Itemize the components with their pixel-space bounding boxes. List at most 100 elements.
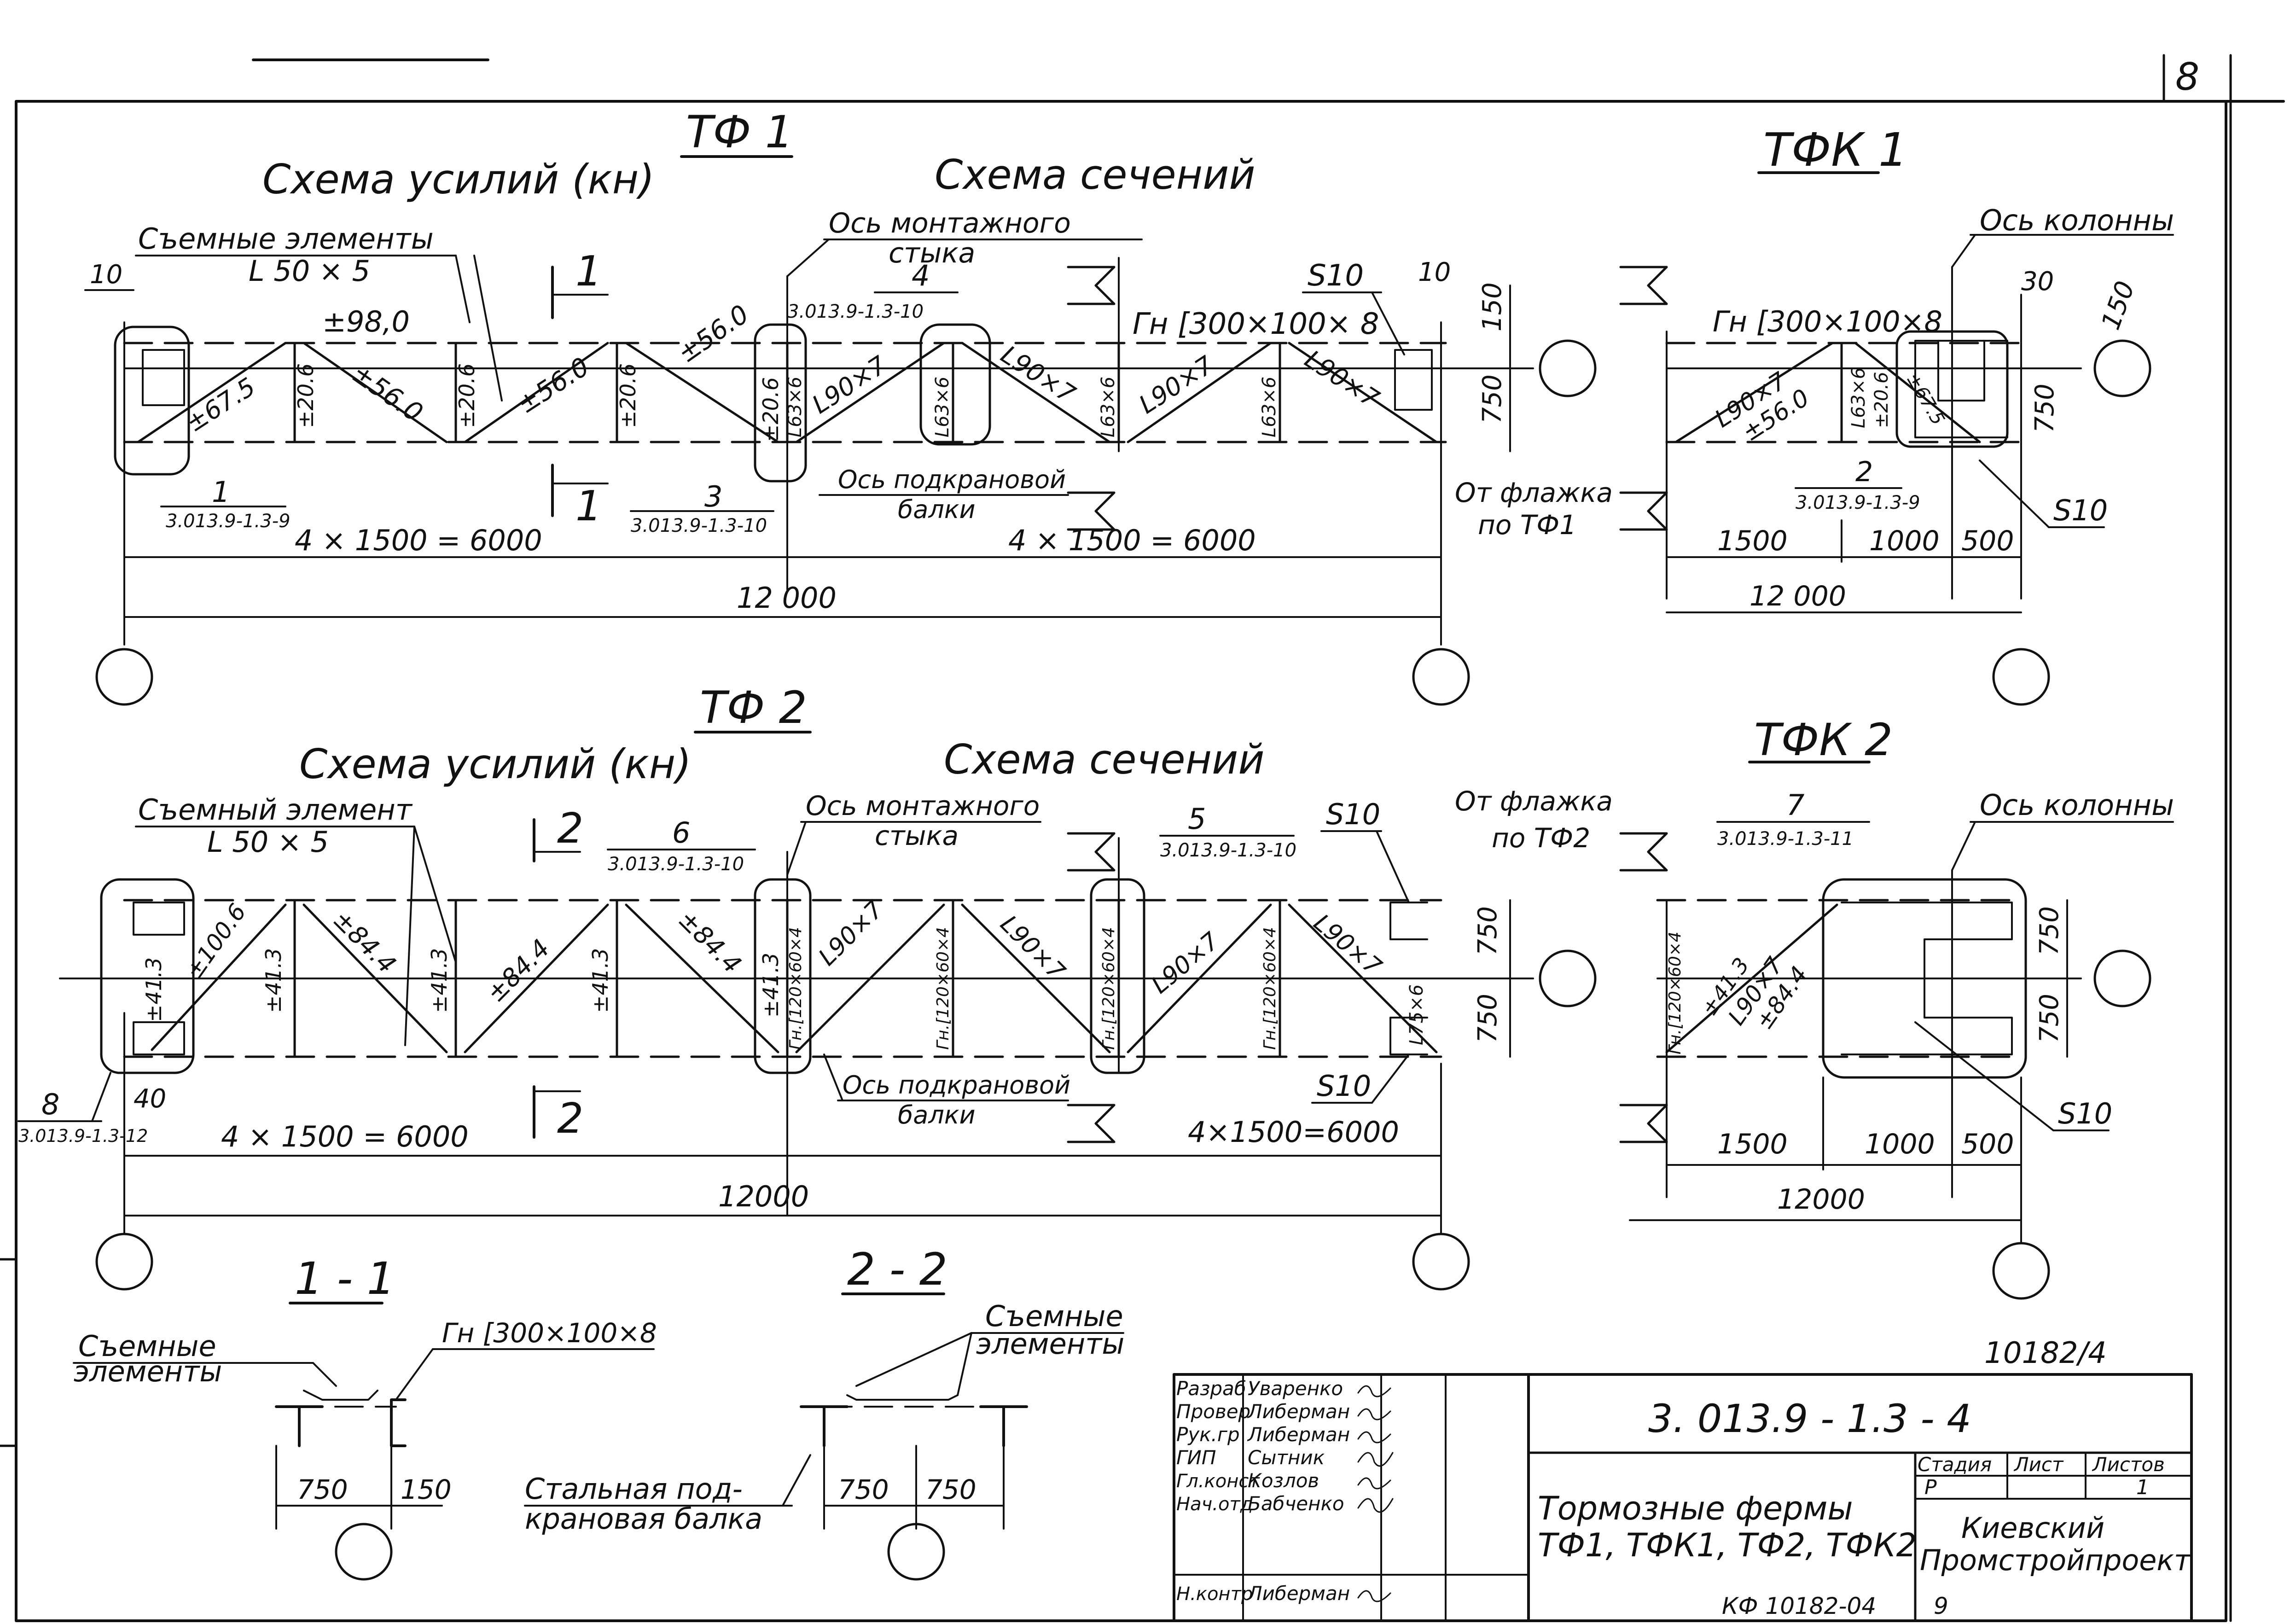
- tf1-truss: ТФ 1 Схема усилий (кн) Схема сечений Съе…: [84, 106, 1613, 706]
- tf1-section-v2: L63×6: [932, 377, 953, 437]
- tf1-section-d1: L90×7: [807, 350, 892, 419]
- tf1-section-v1: L63×6: [785, 377, 806, 437]
- tf2-node8-no: 8: [41, 1088, 59, 1121]
- tfk2-truss: ТФК 2 Ось колонны 7 3.013.9-1.3-11 Гн.[1…: [1619, 714, 2174, 1300]
- tfk2-plate: S10: [2058, 1097, 2112, 1130]
- tf2-span-right: 4×1500=6000: [1188, 1115, 1399, 1149]
- tfk2-dim-750b: 750: [2034, 994, 2064, 1043]
- tf1-section-mark-top: 1: [575, 247, 602, 296]
- tfk2-total: 12000: [1777, 1183, 1865, 1216]
- section-11-title: 1 - 1: [295, 1253, 395, 1304]
- sheet-frame: [0, 54, 2285, 1622]
- tf2-sections-title: Схема сечений: [944, 736, 1265, 783]
- col-sheet: Лист: [2013, 1453, 2064, 1476]
- bottom-page: 9: [1934, 1593, 1948, 1619]
- tf1-section-v3: L63×6: [1098, 377, 1119, 437]
- bottom-stamp: КФ 10182-04: [1722, 1593, 1876, 1619]
- tf2-title: ТФ 2: [700, 682, 807, 733]
- drawing-title-1: Тормозные фермы: [1538, 1490, 1853, 1527]
- tf2-assembly-axis-2: стыка: [875, 820, 959, 851]
- name-dept-head: Бабченко: [1248, 1492, 1344, 1515]
- tf1-node1-ref: 3.013.9-1.3-9: [166, 511, 291, 532]
- tf1-section-mark-bottom: 1: [575, 482, 602, 530]
- org-2: Промстройпроект: [1920, 1543, 2191, 1577]
- tf2-node5-ref: 3.013.9-1.3-10: [1160, 840, 1296, 861]
- tfk1-dim-30: 30: [2021, 267, 2054, 297]
- tf1-dim-750: 750: [1477, 374, 1507, 424]
- tf1-force-d4: ±56.0: [673, 299, 755, 369]
- tf2-span-total: 12000: [718, 1180, 809, 1213]
- section-22-removable-1: Съемные: [985, 1299, 1123, 1333]
- col-sheets: Листов: [2092, 1453, 2165, 1476]
- tfk1-member-4: ±20.6: [1871, 372, 1892, 428]
- tf2-force-d1: ±100.6: [180, 899, 251, 984]
- section-11-chord: Гн [300×100×8: [442, 1317, 657, 1349]
- name-group-head: Либерман: [1247, 1423, 1350, 1446]
- tf2-node8-ref: 3.013.9-1.3-12: [18, 1126, 148, 1146]
- tf2-assembly-axis: Ось монтажного: [806, 790, 1040, 821]
- tf1-force-v1: ±20.6: [293, 363, 318, 428]
- section-22-crane-1: Стальная под-: [525, 1472, 743, 1506]
- tf2-dim-40: 40: [134, 1084, 166, 1114]
- tf2-dim-750a: 750: [1473, 906, 1503, 955]
- tf1-dim-150: 150: [1477, 282, 1507, 332]
- tf2-crane-beam-axis-2: балки: [898, 1100, 976, 1129]
- tf1-force-d3: ±56.0: [512, 352, 594, 420]
- role-chief-engineer: ГИП: [1176, 1446, 1216, 1469]
- tf1-force-v4: ±20.6: [758, 377, 783, 442]
- tf2-force-v0: ±41.3: [141, 957, 166, 1022]
- tf2-section-l75: L75×6: [1406, 984, 1427, 1045]
- tf2-node6-no: 6: [672, 816, 690, 850]
- tf2-flag-note-1: От флажка: [1455, 786, 1613, 817]
- tfk2-column-axis: Ось колонны: [1980, 788, 2174, 822]
- tfk1-chord-profile: Гн [300×100×8: [1713, 305, 1942, 338]
- tf1-removable-profile: L 50 × 5: [249, 254, 370, 288]
- section-1-1: 1 - 1 Съемные элементы Гн [300×100×8 750…: [73, 1253, 657, 1581]
- tf1-flag-note-1: От флажка: [1455, 477, 1613, 508]
- tf1-node1-no: 1: [212, 475, 230, 509]
- tf1-section-d4: L90×7: [1300, 344, 1384, 413]
- tfk2-dim-500: 500: [1961, 1128, 2014, 1160]
- tfk2-node7-ref: 3.013.9-1.3-11: [1717, 828, 1854, 850]
- tf1-dim-10b: 10: [1418, 257, 1451, 287]
- tf1-node3-no: 3: [704, 480, 722, 513]
- tf1-plate: S10: [1308, 259, 1364, 293]
- section-22-crane-2: крановая балка: [525, 1502, 762, 1536]
- tf1-chord-profile: Гн [300×100× 8: [1133, 307, 1379, 341]
- tf1-span-right: 4 × 1500 = 6000: [1008, 524, 1256, 557]
- tf1-force-v3: ±20.6: [616, 363, 640, 428]
- tf2-node6-ref: 3.013.9-1.3-10: [608, 854, 744, 875]
- tf2-section-mark-top: 2: [557, 804, 583, 853]
- role-checker: Провер: [1176, 1400, 1250, 1423]
- tf1-node4-no: 4: [912, 259, 930, 292]
- drawing-title-2: ТФ1, ТФК1, ТФ2, ТФК2: [1538, 1526, 1917, 1564]
- tf2-section-d4: L90×7: [1308, 909, 1387, 981]
- section-11-removable-2: элементы: [74, 1355, 222, 1388]
- tf2-dim-750b: 750: [1473, 994, 1503, 1043]
- tf2-section-v4: Гн.[120×60×4: [1261, 927, 1279, 1050]
- tf1-sections-title: Схема сечений: [935, 151, 1255, 198]
- tfk1-title: ТФК 1: [1763, 123, 1908, 177]
- tf1-node3-ref: 3.013.9-1.3-10: [631, 515, 767, 536]
- tf2-removable-label: Съемный элемент: [138, 793, 413, 827]
- name-chief-engineer: Сытник: [1248, 1446, 1325, 1469]
- tf2-force-v1: ±41.3: [261, 948, 286, 1013]
- title-block: 10182/4 Разраб Провер Рук.гр ГИП Гл.конс…: [1173, 1336, 2193, 1622]
- tf2-force-d4: ±84.4: [673, 905, 747, 979]
- tfk1-dim-500: 500: [1961, 525, 2014, 557]
- name-chief-designer: Козлов: [1248, 1469, 1319, 1492]
- tfk2-node7-no: 7: [1786, 788, 1804, 822]
- section-2-2: 2 - 2 Съемные элементы 750 750 Стальная …: [524, 1244, 1124, 1581]
- tf2-span-left: 4 × 1500 = 6000: [221, 1120, 469, 1153]
- role-norm-control: Н.контр: [1176, 1583, 1253, 1605]
- tfk1-dim-750: 750: [2030, 384, 2060, 433]
- tfk2-title: ТФК 2: [1754, 714, 1893, 766]
- tf1-assembly-axis-2: стыка: [889, 237, 975, 269]
- name-norm-control: Либерман: [1247, 1582, 1350, 1605]
- tf1-removable-label: Съемные элементы: [138, 222, 434, 256]
- tf1-span-total: 12 000: [737, 581, 837, 615]
- tf2-node5-no: 5: [1188, 802, 1206, 836]
- tf2-plate-b: S10: [1317, 1069, 1371, 1103]
- tfk1-node2-no: 2: [1855, 456, 1873, 488]
